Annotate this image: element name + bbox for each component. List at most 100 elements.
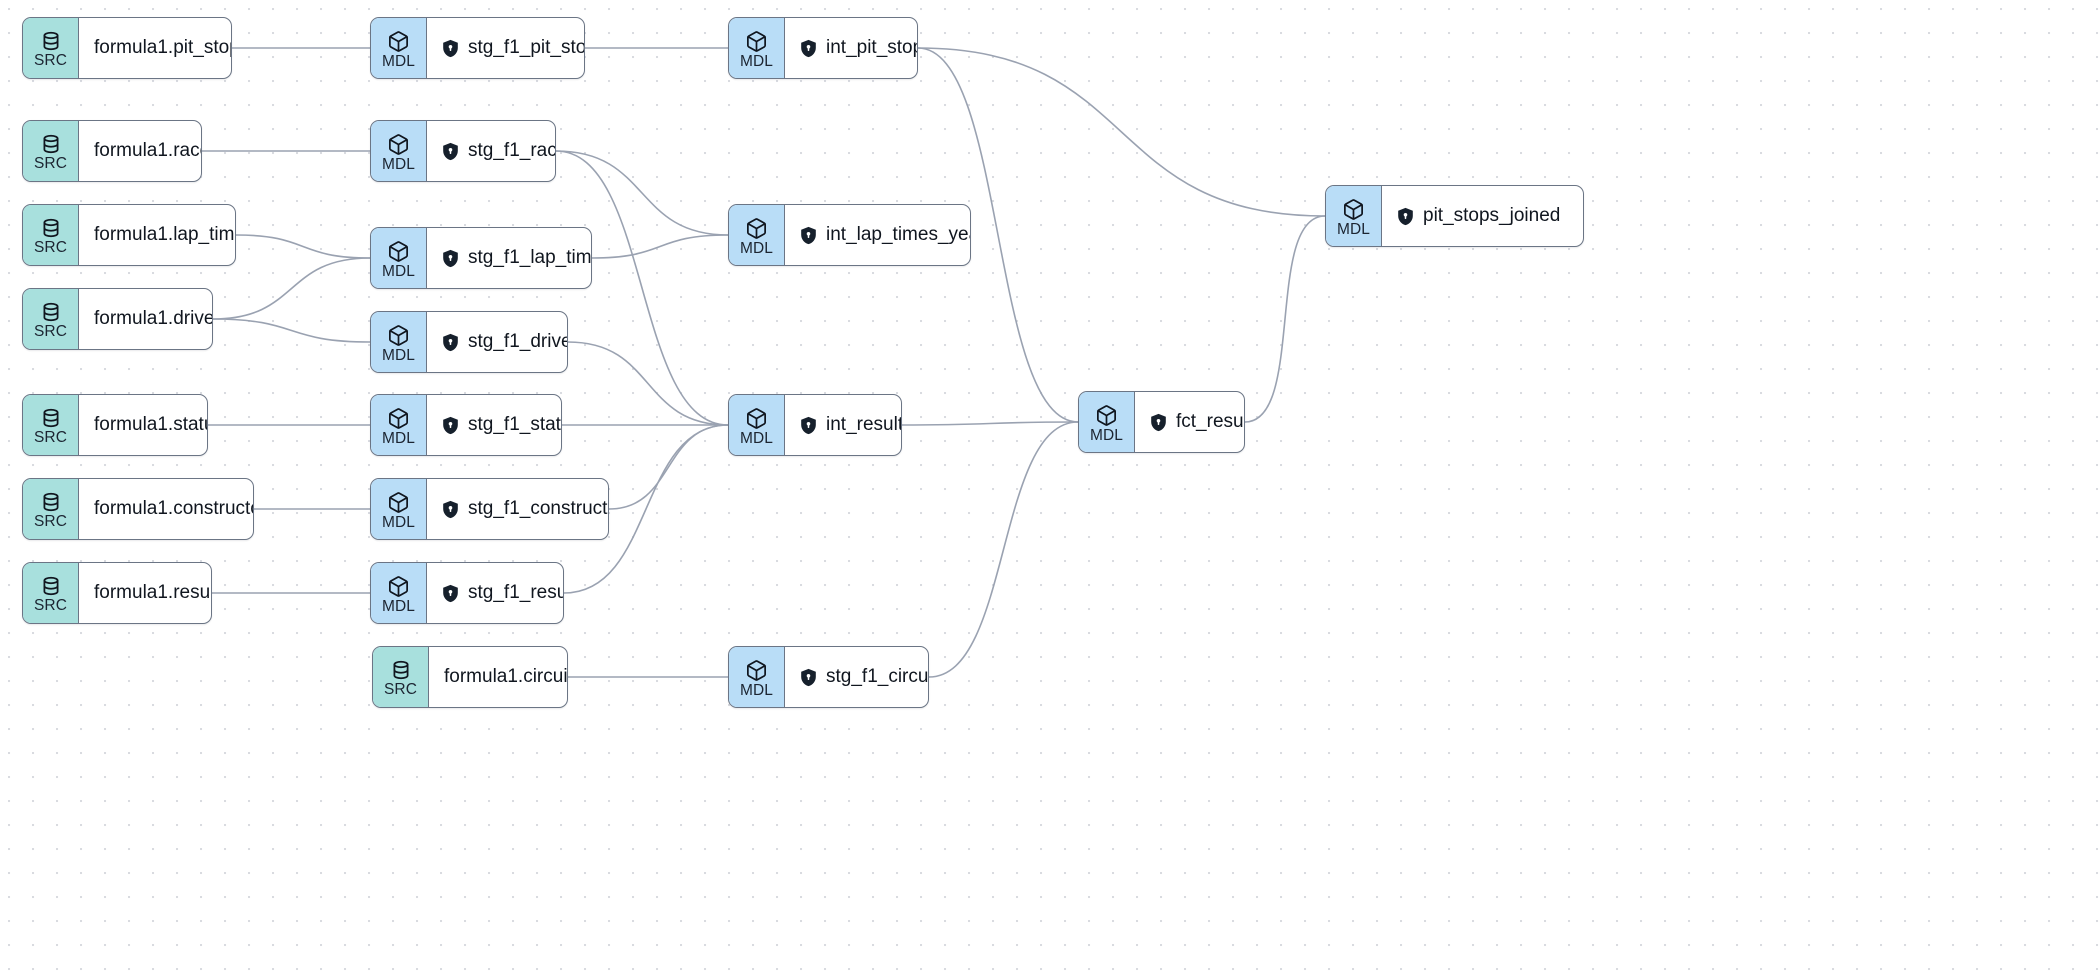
graph-node-src_constructors[interactable]: SRC formula1.constructors [22, 478, 254, 540]
cube-icon [387, 407, 410, 430]
badge-label: MDL [381, 513, 416, 531]
model-badge: MDL [371, 312, 427, 372]
database-icon [40, 133, 62, 155]
graph-node-src_drivers[interactable]: SRC formula1.drivers [22, 288, 213, 350]
badge-label: SRC [33, 323, 68, 340]
graph-node-stg_races[interactable]: MDL stg_f1_races [370, 120, 556, 182]
database-icon [40, 30, 62, 52]
node-body: formula1.status [79, 395, 207, 455]
node-label: formula1.constructors [94, 498, 253, 519]
shield-lock-icon [442, 500, 459, 519]
graph-node-stg_constructors[interactable]: MDL stg_f1_constructors [370, 478, 609, 540]
node-label: int_lap_times_years [826, 224, 970, 245]
database-icon [40, 491, 62, 513]
node-body: stg_f1_status [427, 395, 561, 455]
cube-icon [387, 133, 410, 156]
node-body: stg_f1_lap_times [427, 228, 591, 288]
shield-lock-icon [800, 416, 817, 435]
badge-label: MDL [739, 52, 774, 70]
graph-node-stg_drivers[interactable]: MDL stg_f1_drivers [370, 311, 568, 373]
shield-lock-icon [800, 226, 817, 245]
source-badge: SRC [373, 647, 429, 707]
badge-label: SRC [33, 513, 68, 530]
node-body: formula1.results [79, 563, 211, 623]
database-icon [40, 407, 62, 429]
model-badge: MDL [729, 18, 785, 78]
graph-node-int_lap_times_years[interactable]: MDL int_lap_times_years [728, 204, 971, 266]
node-label: formula1.status [94, 414, 207, 435]
node-body: pit_stops_joined [1382, 186, 1583, 246]
shield-lock-icon [1150, 413, 1167, 432]
shield-lock-icon [800, 668, 817, 687]
database-icon [40, 575, 62, 597]
node-body: formula1.races [79, 121, 201, 181]
edge-int_pit_stops-to-pit_stops_joined [917, 47, 1326, 217]
node-body: int_pit_stops [785, 18, 917, 78]
graph-node-stg_pit_stops[interactable]: MDL stg_f1_pit_stops [370, 17, 585, 79]
badge-label: MDL [381, 429, 416, 447]
graph-node-src_results[interactable]: SRC formula1.results [22, 562, 212, 624]
node-label: fct_results [1176, 411, 1244, 432]
shield-lock-icon [442, 584, 459, 603]
database-icon [390, 659, 412, 681]
source-badge: SRC [23, 205, 79, 265]
model-badge: MDL [371, 395, 427, 455]
node-label: formula1.pit_stops [94, 37, 231, 58]
shield-lock-icon [443, 584, 458, 602]
edge-stg_lap_times-to-int_lap_times_years [591, 234, 729, 259]
database-icon [40, 301, 62, 323]
shield-lock-icon [801, 39, 816, 57]
node-body: stg_f1_drivers [427, 312, 567, 372]
badge-label: MDL [381, 346, 416, 364]
graph-node-src_status[interactable]: SRC formula1.status [22, 394, 208, 456]
model-badge: MDL [729, 205, 785, 265]
badge-label: SRC [383, 681, 418, 698]
node-label: int_results [826, 414, 901, 435]
edge-stg_drivers-to-int_results [567, 341, 729, 426]
badge-label: MDL [381, 155, 416, 173]
edge-src_lap_times-to-stg_lap_times [235, 234, 371, 259]
model-badge: MDL [371, 563, 427, 623]
cube-icon [745, 217, 768, 240]
node-body: formula1.drivers [79, 289, 212, 349]
node-body: formula1.pit_stops [79, 18, 231, 78]
cube-icon [1342, 198, 1365, 221]
badge-label: SRC [33, 597, 68, 614]
graph-node-fct_results[interactable]: MDL fct_results [1078, 391, 1245, 453]
source-badge: SRC [23, 479, 79, 539]
node-label: stg_f1_results [468, 582, 563, 603]
badge-label: MDL [381, 52, 416, 70]
shield-lock-icon [1398, 207, 1413, 225]
graph-node-src_lap_times[interactable]: SRC formula1.lap_times [22, 204, 236, 266]
edge-stg_circuits-to-fct_results [928, 421, 1079, 678]
graph-node-stg_results[interactable]: MDL stg_f1_results [370, 562, 564, 624]
shield-lock-icon [443, 249, 458, 267]
node-label: stg_f1_pit_stops [468, 37, 585, 58]
node-label: stg_f1_constructors [468, 498, 608, 519]
badge-label: SRC [33, 429, 68, 446]
node-label: stg_f1_races [468, 140, 556, 161]
model-badge: MDL [729, 647, 785, 707]
shield-lock-icon [442, 142, 459, 161]
cube-icon [387, 240, 410, 263]
shield-lock-icon [800, 39, 817, 58]
graph-node-stg_status[interactable]: MDL stg_f1_status [370, 394, 562, 456]
shield-lock-icon [443, 416, 458, 434]
graph-node-int_pit_stops[interactable]: MDL int_pit_stops [728, 17, 918, 79]
node-body: formula1.constructors [79, 479, 253, 539]
node-body: stg_f1_results [427, 563, 563, 623]
source-badge: SRC [23, 395, 79, 455]
node-label: formula1.lap_times [94, 224, 235, 245]
cube-icon [387, 575, 410, 598]
edge-stg_constructors-to-int_results [608, 424, 729, 510]
badge-label: MDL [1089, 426, 1124, 444]
badge-label: MDL [381, 597, 416, 615]
